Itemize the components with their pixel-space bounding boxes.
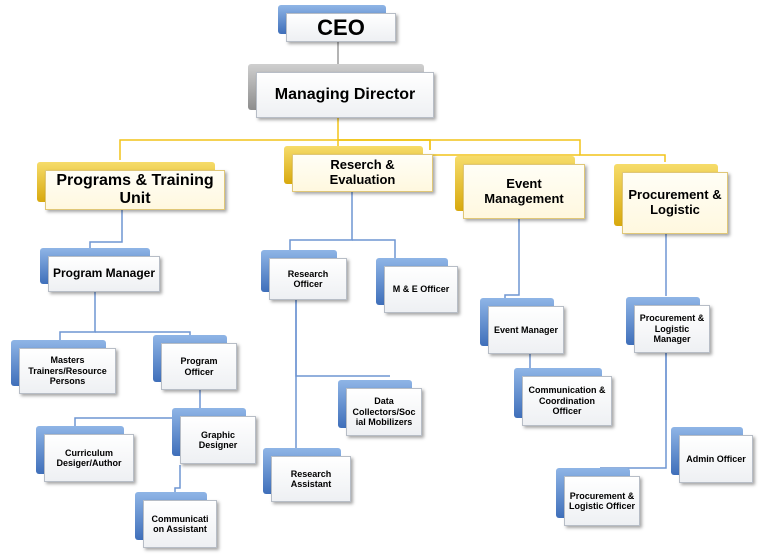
masters-trainers-node: Masters Trainers/Resource Persons [11,340,116,394]
curriculum-designer-label: Curriculum Desiger/Author [44,434,134,482]
event-manager-node: Event Manager [480,298,564,354]
ceo-node: CEO [278,5,396,42]
research-assistant-node: Research Assistant [263,448,351,502]
graphic-designer-node: Graphic Designer [172,408,256,464]
managing-director-node: Managing Director [248,64,434,118]
procurement-logistic-label: Procurement & Logistic [622,172,728,234]
procurement-logistic-manager-node: Procurement & Logistic Manager [626,297,710,353]
data-collectors-node: Data Collectors/Soc ial Mobilizers [338,380,422,436]
ceo-label: CEO [286,13,396,42]
program-manager-node: Program Manager [40,248,160,292]
communication-assistant-label: Communicati on Assistant [143,500,217,548]
program-officer-label: Program Officer [161,343,237,390]
me-officer-node: M & E Officer [376,258,458,313]
me-officer-label: M & E Officer [384,266,458,313]
program-manager-label: Program Manager [48,256,160,292]
research-officer-label: Research Officer [269,258,347,300]
graphic-designer-label: Graphic Designer [180,416,256,464]
programs-training-node: Programs & Training Unit [37,162,225,210]
research-evaluation-label: Reserch & Evaluation [292,154,433,192]
admin-officer-label: Admin Officer [679,435,753,483]
research-evaluation-node: Reserch & Evaluation [284,146,433,192]
event-manager-label: Event Manager [488,306,564,354]
procurement-logistic-officer-node: Procurement & Logistic Officer [556,468,640,526]
communication-coordination-node: Communication & Coordination Officer [514,368,612,426]
research-assistant-label: Research Assistant [271,456,351,502]
procurement-logistic-manager-label: Procurement & Logistic Manager [634,305,710,353]
programs-training-label: Programs & Training Unit [45,170,225,210]
event-management-label: Event Management [463,164,585,219]
research-officer-node: Research Officer [261,250,347,300]
communication-coordination-label: Communication & Coordination Officer [522,376,612,426]
masters-trainers-label: Masters Trainers/Resource Persons [19,348,116,394]
managing-director-label: Managing Director [256,72,434,118]
program-officer-node: Program Officer [153,335,237,390]
curriculum-designer-node: Curriculum Desiger/Author [36,426,134,482]
communication-assistant-node: Communicati on Assistant [135,492,217,548]
admin-officer-node: Admin Officer [671,427,753,483]
event-management-node: Event Management [455,156,585,219]
data-collectors-label: Data Collectors/Soc ial Mobilizers [346,388,422,436]
procurement-logistic-officer-label: Procurement & Logistic Officer [564,476,640,526]
procurement-logistic-node: Procurement & Logistic [614,164,728,234]
